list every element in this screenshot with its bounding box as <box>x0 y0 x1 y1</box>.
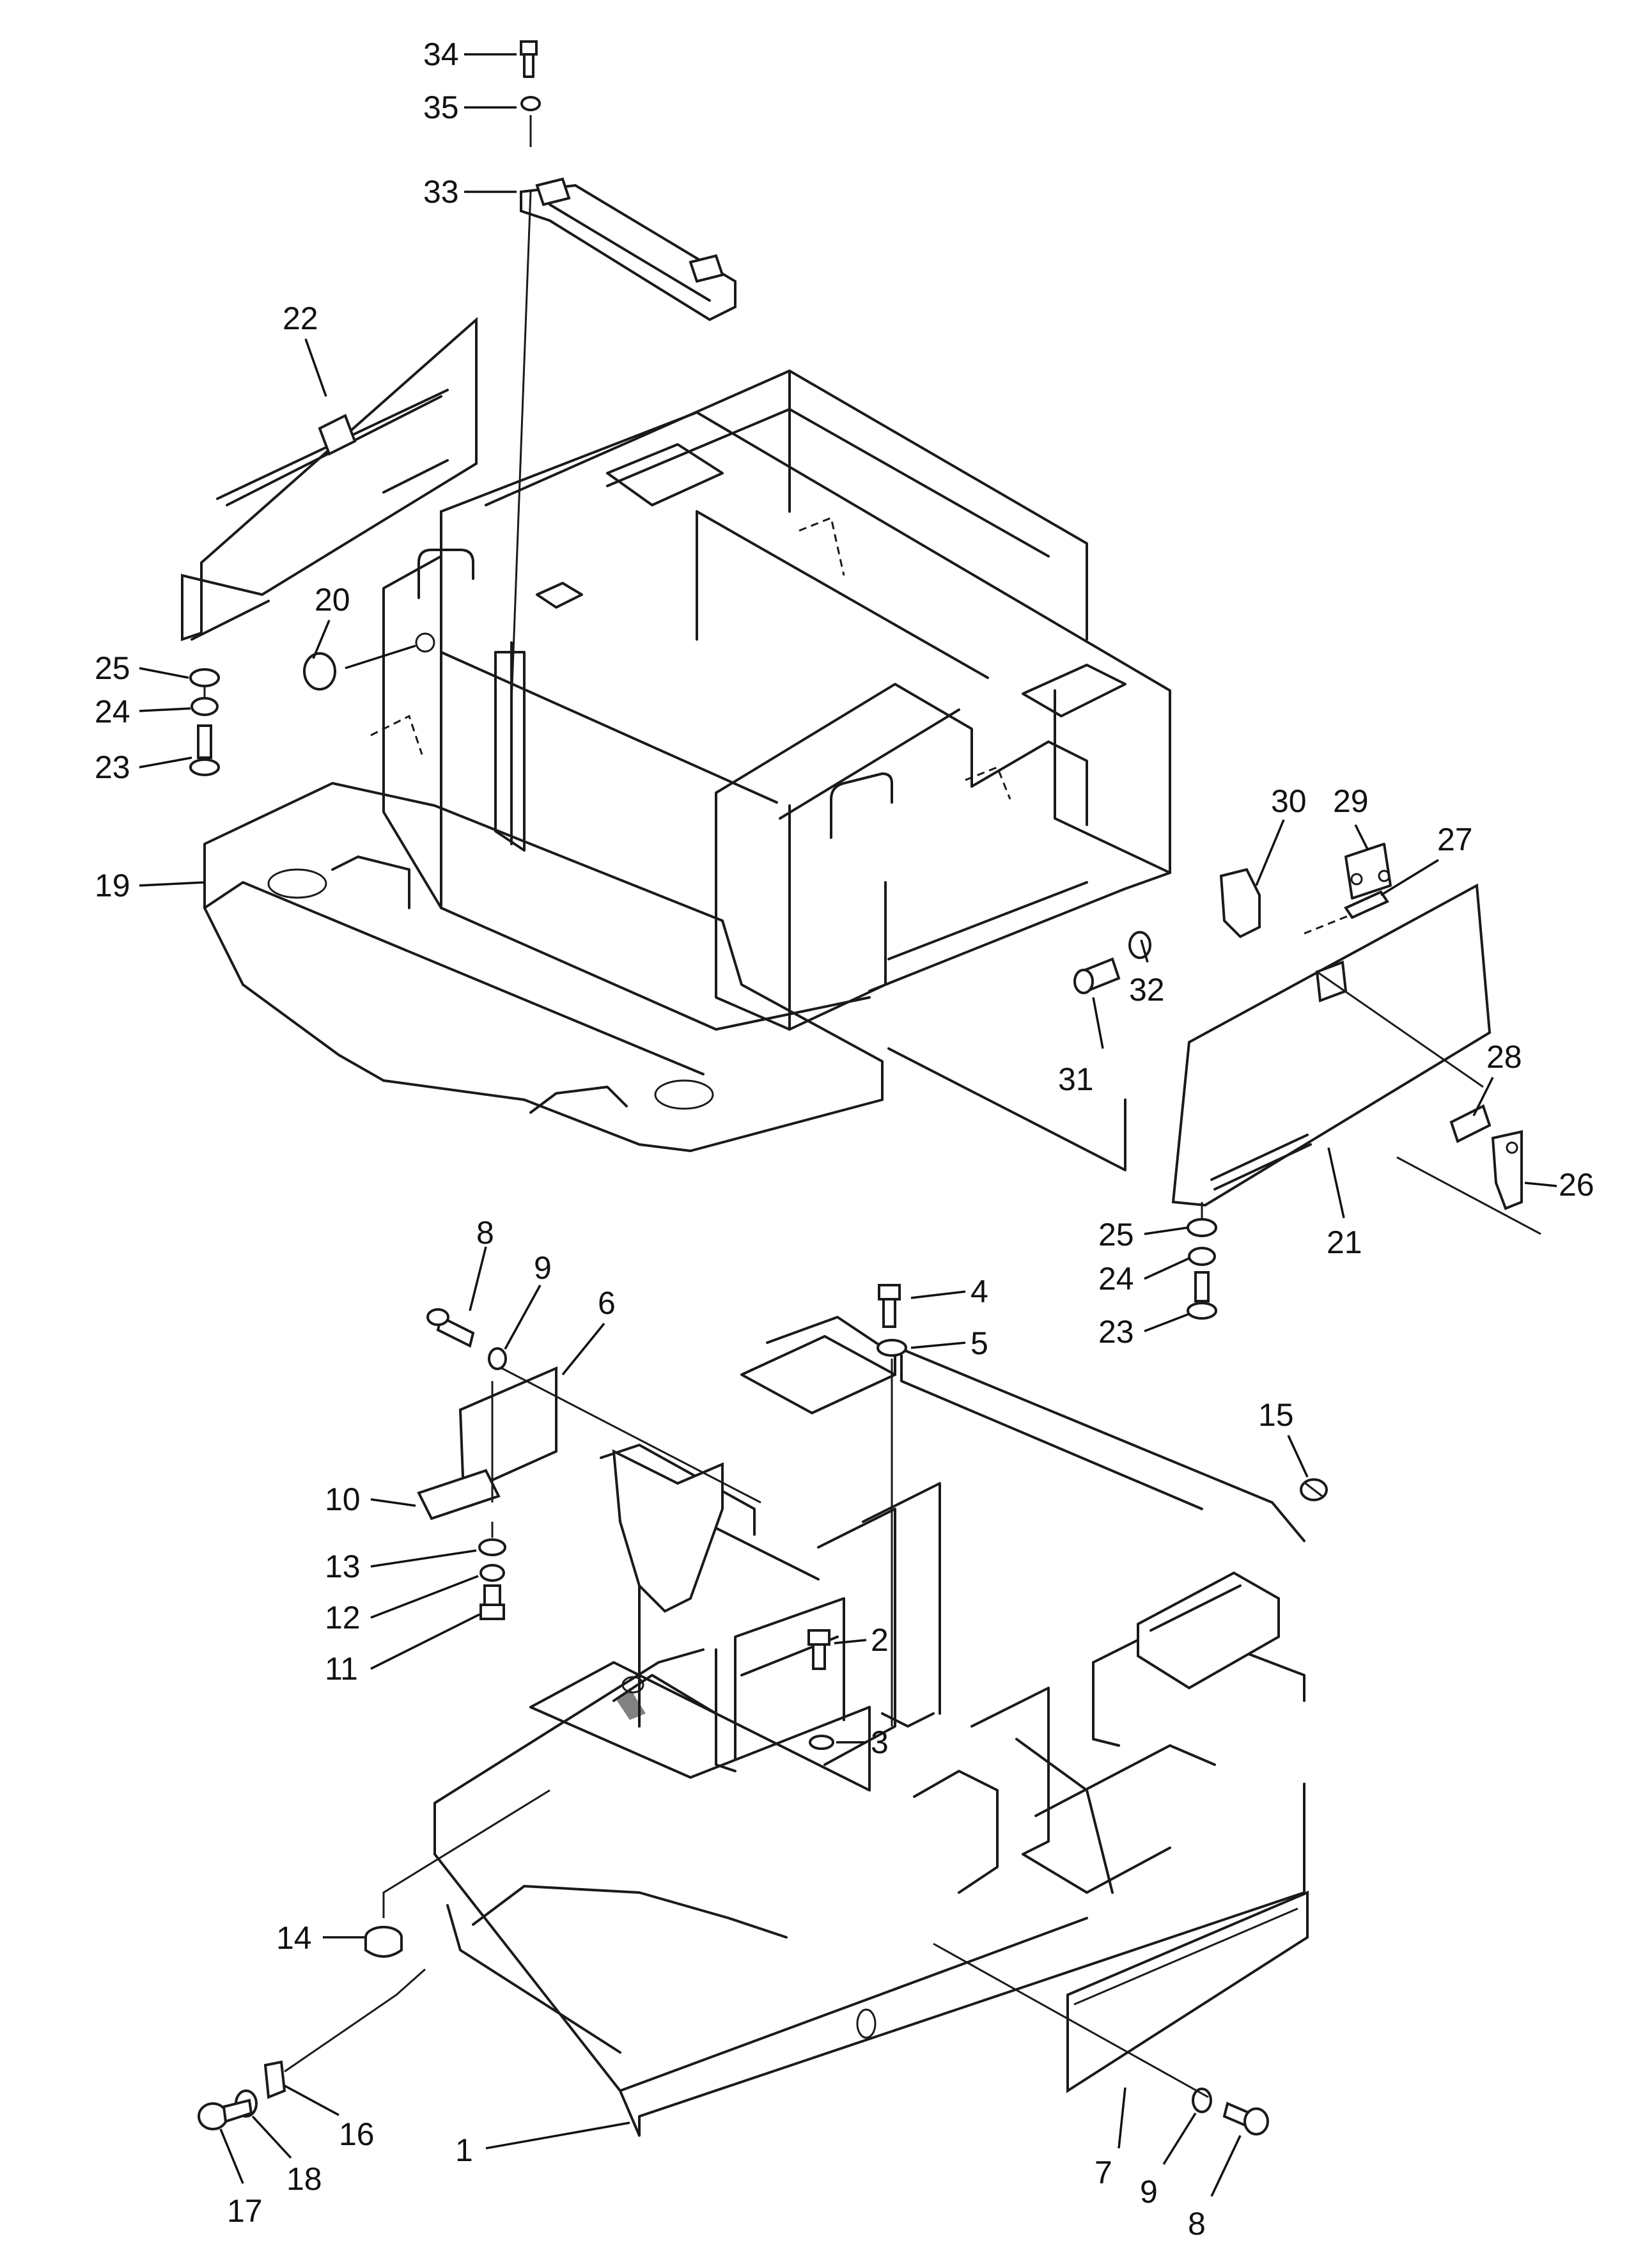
part-35-washer <box>520 96 541 111</box>
label-35: 35 <box>423 90 459 125</box>
label-12: 12 <box>325 1600 361 1636</box>
part-33-bracket <box>520 177 736 322</box>
part-14-plug <box>364 1926 403 1958</box>
label-15: 15 <box>1258 1397 1294 1433</box>
label-8-lower: 8 <box>1188 2206 1206 2242</box>
part-22-left-panel <box>181 316 478 641</box>
label-23-left: 23 <box>95 749 130 785</box>
left-hardware-stack <box>189 668 220 776</box>
label-2: 2 <box>871 1622 889 1658</box>
label-11: 11 <box>325 1651 358 1687</box>
part-31-bolt <box>1073 957 1121 994</box>
label-17: 17 <box>227 2193 263 2229</box>
label-32: 32 <box>1129 972 1165 1008</box>
label-30: 30 <box>1271 783 1307 819</box>
part-10-plate <box>417 1469 501 1520</box>
label-22: 22 <box>283 301 318 336</box>
part-27-pin <box>1344 890 1389 919</box>
part-2-bolt <box>807 1629 830 1670</box>
part-15-cap <box>1300 1478 1328 1501</box>
label-7: 7 <box>1095 2155 1112 2191</box>
label-23-right: 23 <box>1098 1314 1134 1350</box>
label-28: 28 <box>1486 1039 1522 1075</box>
part-20-plug <box>303 652 336 691</box>
label-13: 13 <box>325 1549 361 1584</box>
part-9-washer-lower <box>1192 2088 1212 2113</box>
label-25-right: 25 <box>1098 1217 1134 1253</box>
part-5-washer <box>877 1339 907 1357</box>
part-8-bolt-lower <box>1222 2102 1269 2136</box>
part-13-washer <box>478 1538 506 1556</box>
label-34: 34 <box>423 36 459 72</box>
label-4: 4 <box>970 1274 988 1309</box>
part-7-plate <box>1066 1890 1309 2093</box>
callout-labels: 34 35 33 22 20 25 24 23 19 30 29 27 31 3… <box>95 36 1594 2242</box>
part-32-washer <box>1128 931 1151 959</box>
label-19: 19 <box>95 868 130 903</box>
part-17-bolt <box>198 2098 253 2130</box>
label-1: 1 <box>455 2132 473 2168</box>
label-9-lower: 9 <box>1140 2174 1158 2210</box>
label-10: 10 <box>325 1481 361 1517</box>
part-21-right-panel <box>1171 883 1492 1207</box>
label-5: 5 <box>970 1325 988 1361</box>
label-24-right: 24 <box>1098 1261 1134 1297</box>
label-20: 20 <box>315 582 350 618</box>
right-hardware-stack <box>1187 1218 1217 1320</box>
label-6: 6 <box>598 1285 616 1321</box>
part-3-washer <box>809 1735 834 1750</box>
label-14: 14 <box>276 1920 312 1956</box>
label-9-upper: 9 <box>534 1250 552 1286</box>
part-26-latch <box>1491 1130 1523 1210</box>
part-34-bolt <box>520 40 538 78</box>
label-29: 29 <box>1333 783 1369 819</box>
label-24-left: 24 <box>95 694 130 730</box>
label-26: 26 <box>1559 1167 1594 1203</box>
label-8-upper: 8 <box>476 1215 494 1251</box>
lower-floor-frame <box>433 1316 1305 2137</box>
label-16: 16 <box>339 2116 375 2152</box>
assembly-guide-lines <box>203 687 1209 2098</box>
part-8-bolt-upper <box>426 1308 475 1348</box>
perforation-pattern <box>370 516 1011 800</box>
part-30-hinge-bracket <box>1219 868 1261 939</box>
label-25-left: 25 <box>95 650 130 686</box>
part-6-plate <box>458 1366 557 1496</box>
part-16-gasket <box>263 2060 286 2099</box>
part-12-spring-washer <box>479 1564 505 1582</box>
part-4-bolt <box>878 1284 901 1328</box>
label-3: 3 <box>871 1724 889 1760</box>
label-21: 21 <box>1327 1224 1362 1260</box>
label-18: 18 <box>286 2161 322 2197</box>
part-9-washer-upper <box>488 1347 507 1370</box>
label-33: 33 <box>423 174 459 210</box>
part-11-bolt <box>479 1584 505 1620</box>
part-28-clip <box>1449 1104 1492 1143</box>
upper-cab-frame <box>203 370 1171 1171</box>
part-29-spring <box>1344 843 1392 900</box>
label-31: 31 <box>1058 1061 1094 1097</box>
label-27: 27 <box>1437 822 1473 857</box>
